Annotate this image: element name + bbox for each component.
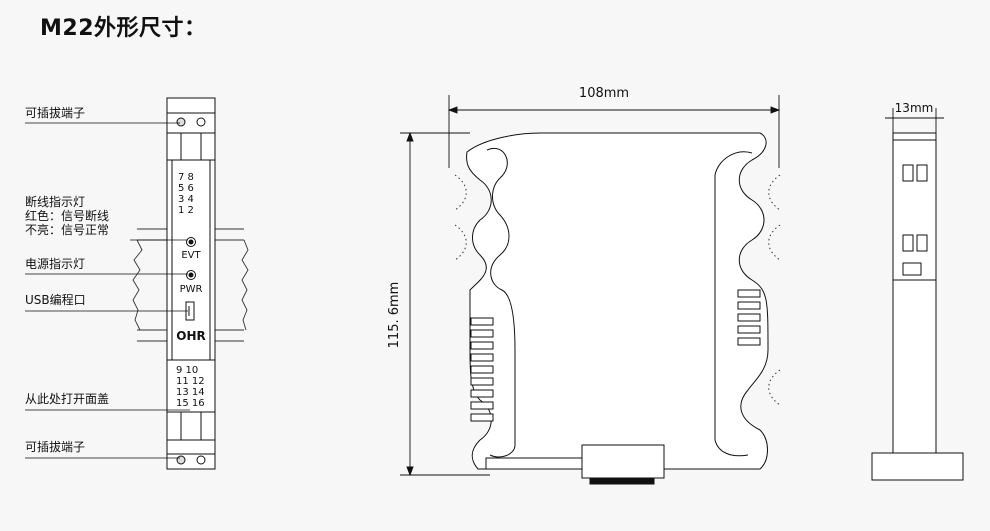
front-panel-labels: 7 8 5 6 3 4 1 2 EVT PWR OHR 9 10 11 12 1… (176, 172, 206, 409)
callout-usb-port: USB编程口 (25, 293, 86, 307)
callout-pluggable-terminal-top: 可插拔端子 (25, 106, 86, 120)
evt-label: EVT (181, 250, 201, 261)
callout-pluggable-terminal-bottom: 可插拔端子 (25, 440, 86, 454)
dim-width-label: 108mm (579, 86, 629, 101)
terminal-number-row: 1 2 (178, 205, 194, 216)
callout-power-indicator: 电源指示灯 (25, 257, 86, 271)
front-view (132, 97, 249, 470)
callout-leaders (25, 122, 190, 459)
dim-thickness-label: 13mm (895, 101, 934, 115)
callout-off-signal-normal: 不亮：信号正常 (25, 223, 110, 237)
terminal-number-row: 15 16 (176, 398, 205, 409)
terminal-number-row: 9 10 (176, 365, 198, 376)
page-title: M22外形尺寸： (40, 16, 207, 41)
terminal-number-row: 5 6 (178, 183, 194, 194)
terminal-number-row: 11 12 (176, 376, 205, 387)
callout-red-signal-break: 红色：信号断线 (25, 209, 110, 223)
terminal-number-row: 3 4 (178, 194, 194, 205)
dimension-lines (400, 95, 944, 477)
callout-break-indicator: 断线指示灯 (25, 195, 86, 209)
side-view (454, 132, 781, 485)
brand-logo: OHR (176, 329, 205, 343)
callout-open-cover: 从此处打开面盖 (25, 392, 110, 406)
terminal-number-row: 7 8 (178, 172, 194, 183)
terminal-number-row: 13 14 (176, 387, 205, 398)
pwr-label: PWR (180, 284, 203, 295)
dim-height-label: 115. 6mm (387, 282, 402, 349)
end-view (871, 132, 964, 481)
